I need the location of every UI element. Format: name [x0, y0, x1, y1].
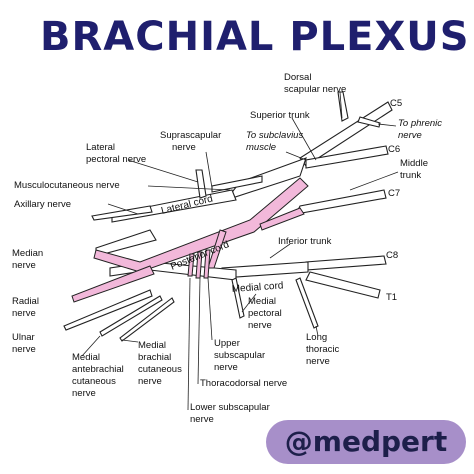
label-radial-1: Radial [12, 296, 39, 307]
label-lateral-pectoral-1: Lateral [86, 142, 115, 153]
page-title: BRACHIAL PLEXUS [40, 14, 470, 60]
nerve-shapes [63, 91, 393, 342]
label-inferior-trunk: Inferior trunk [278, 236, 332, 247]
posterior-cord [93, 177, 309, 273]
root-t1 [305, 271, 381, 299]
label-superior-trunk: Superior trunk [250, 110, 310, 121]
dorsal-scapular-branch [337, 91, 349, 122]
label-dorsal-scapular-1: Dorsal [284, 72, 311, 83]
label-suprascapular-1: Suprascapular [160, 130, 221, 141]
label-thoracodorsal: Thoracodorsal nerve [200, 378, 287, 389]
label-medial-brachial-1: Medial [138, 340, 166, 351]
label-to-subclavius-1: To subclavius [246, 130, 303, 141]
label-t1: T1 [386, 292, 397, 303]
label-ulnar-2: nerve [12, 344, 36, 355]
label-c7: C7 [388, 188, 400, 199]
label-long-thoracic-3: nerve [306, 356, 330, 367]
medial-brachial-nerve [119, 297, 175, 342]
label-medial-antebrachial-2: antebrachial [72, 364, 124, 375]
label-medial-pectoral-2: pectoral [248, 308, 282, 319]
label-radial-2: nerve [12, 308, 36, 319]
subscapular-stub-1 [187, 253, 195, 277]
label-lower-subscapular-1: Lower subscapular [190, 402, 270, 413]
label-dorsal-scapular-2: scapular nerve [284, 84, 346, 95]
label-median-1: Median [12, 248, 43, 259]
leader-lines [81, 91, 399, 411]
musculocutaneous-branch [91, 205, 153, 221]
suprascapular-branch [211, 175, 263, 193]
label-medial-brachial-2: brachial [138, 352, 171, 363]
label-musculocutaneous: Musculocutaneous nerve [14, 180, 120, 191]
root-labels: C5 C6 C7 C8 T1 [386, 98, 402, 303]
label-medial-brachial-3: cutaneous [138, 364, 182, 375]
radial-nerve [71, 265, 155, 303]
label-median-2: nerve [12, 260, 36, 271]
label-medial-brachial-4: nerve [138, 376, 162, 387]
label-lateral-cord: Lateral cord [160, 193, 214, 216]
label-middle-trunk-1: Middle [400, 158, 428, 169]
nerve-labels: Dorsal scapular nerve Superior trunk To … [12, 72, 442, 425]
label-c5: C5 [390, 98, 402, 109]
axillary-branch [207, 229, 227, 269]
label-medial-pectoral-1: Medial [248, 296, 276, 307]
ulnar-nerve [63, 289, 153, 331]
label-long-thoracic-2: thoracic [306, 344, 340, 355]
lateral-pectoral-branch [195, 169, 207, 199]
label-medial-antebrachial-3: cutaneous [72, 376, 116, 387]
label-ulnar-1: Ulnar [12, 332, 35, 343]
label-long-thoracic-1: Long [306, 332, 327, 343]
watermark-badge [266, 420, 466, 464]
label-medial-antebrachial-4: nerve [72, 388, 96, 399]
label-medial-cord: Medial cord [231, 280, 283, 295]
lateral-cord [111, 189, 237, 223]
label-suprascapular-2: nerve [172, 142, 196, 153]
label-c8: C8 [386, 250, 398, 261]
label-upper-subscapular-2: subscapular [214, 350, 265, 361]
root-c8 [305, 255, 387, 271]
label-upper-subscapular-3: nerve [214, 362, 238, 373]
long-thoracic-nerve [295, 277, 319, 329]
posterior-cord-c7-branch [259, 207, 305, 231]
label-lateral-pectoral-2: pectoral nerve [86, 154, 146, 165]
watermark-text: @medpert [284, 425, 448, 458]
label-upper-subscapular-1: Upper [214, 338, 240, 349]
posterior-cord-shapes [71, 177, 309, 303]
label-lower-subscapular-2: nerve [190, 414, 214, 425]
label-middle-trunk-2: trunk [400, 170, 421, 181]
label-medial-antebrachial-1: Medial [72, 352, 100, 363]
label-axillary: Axillary nerve [14, 199, 71, 210]
to-phrenic-branch [357, 116, 381, 128]
root-c6 [305, 145, 389, 169]
label-c6: C6 [388, 144, 400, 155]
root-c7 [295, 189, 387, 215]
label-medial-pectoral-3: nerve [248, 320, 272, 331]
medial-antebrachial-nerve [99, 295, 163, 337]
label-to-subclavius-2: muscle [246, 142, 276, 153]
label-to-phrenic-1: To phrenic [398, 118, 442, 129]
medial-pectoral-nerve [231, 277, 245, 319]
label-to-phrenic-2: nerve [398, 130, 422, 141]
